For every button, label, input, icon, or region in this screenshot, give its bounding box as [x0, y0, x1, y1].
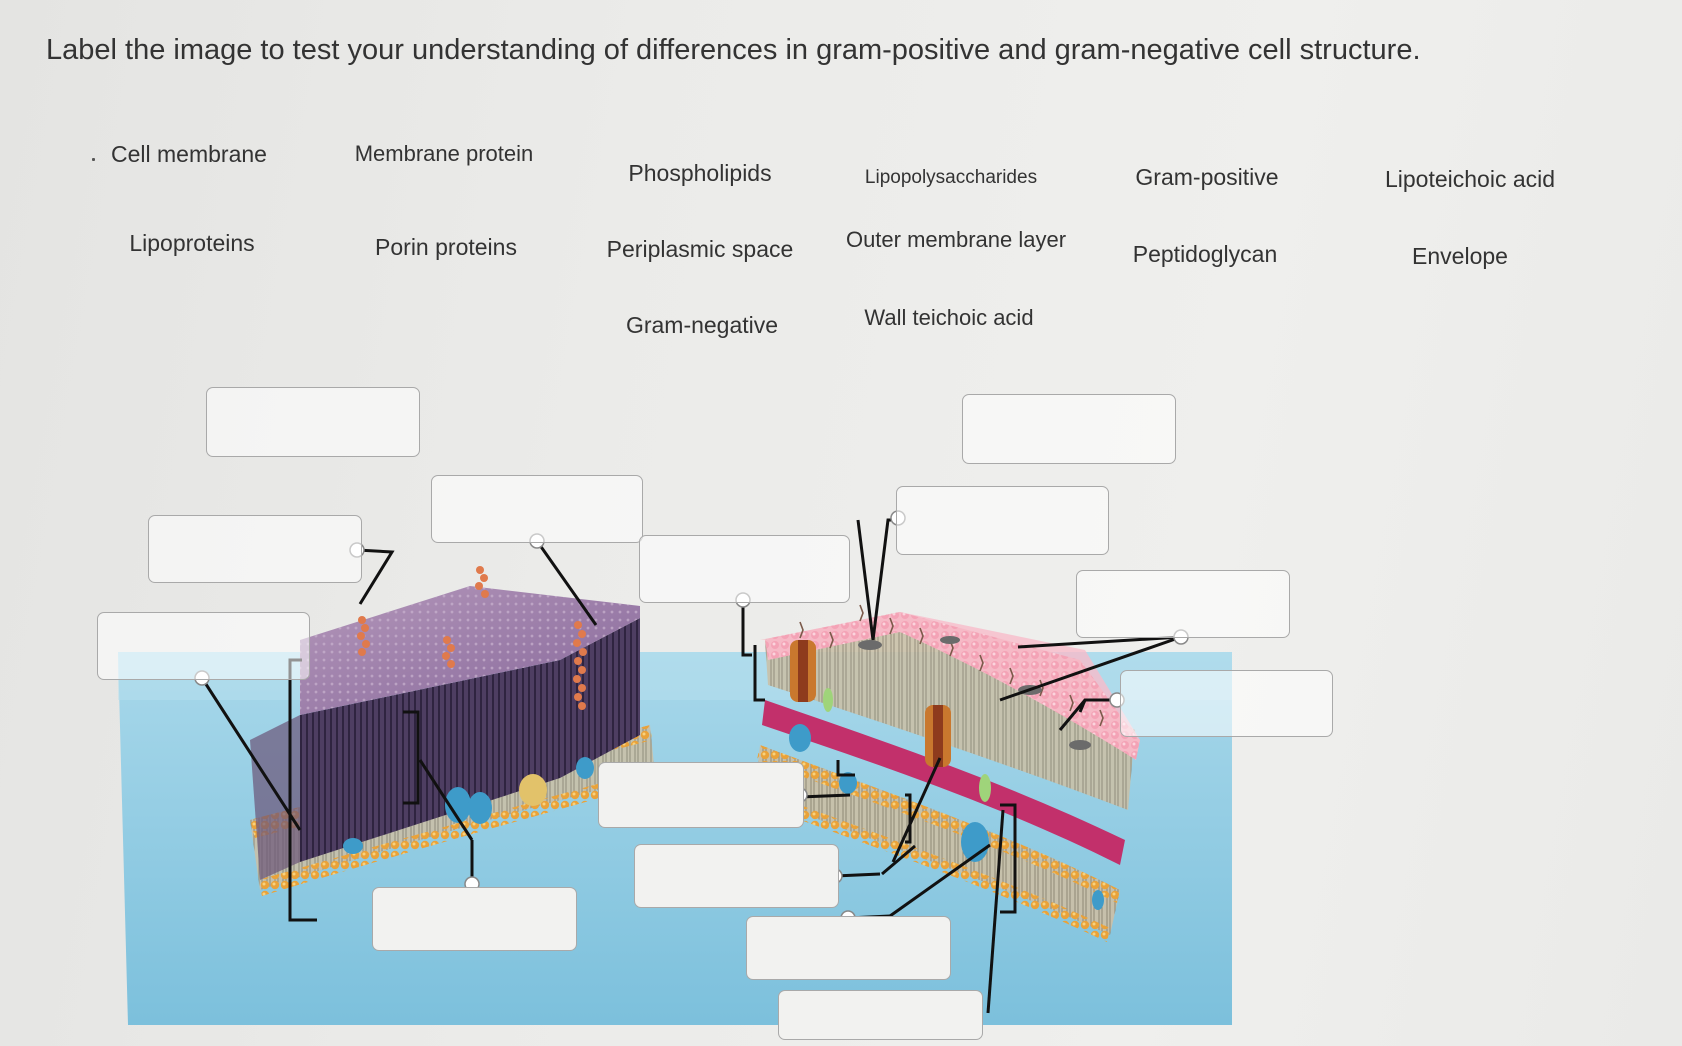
- drop-target-11[interactable]: [372, 887, 577, 951]
- drop-target-2[interactable]: [431, 475, 643, 543]
- drop-target-6[interactable]: [962, 394, 1176, 464]
- drop-target-4[interactable]: [97, 612, 310, 680]
- term-lipopolysaccharides[interactable]: Lipopolysaccharides: [864, 167, 1038, 188]
- drop-target-7[interactable]: [896, 486, 1109, 555]
- term-peptidoglycan[interactable]: Peptidoglycan: [1132, 241, 1278, 267]
- instruction-text: Label the image to test your understandi…: [46, 34, 1421, 66]
- term-lipoteichoic-acid[interactable]: Lipoteichoic acid: [1384, 166, 1556, 192]
- term-membrane-protein[interactable]: Membrane protein: [354, 141, 534, 166]
- drop-target-14[interactable]: [778, 990, 983, 1040]
- drop-target-10[interactable]: [598, 762, 804, 828]
- term-outer-membrane-layer[interactable]: Outer membrane layer: [845, 227, 1067, 252]
- term-wall-teichoic-acid[interactable]: Wall teichoic acid: [864, 305, 1034, 330]
- drop-target-12[interactable]: [634, 844, 839, 908]
- drop-target-9[interactable]: [1120, 670, 1333, 737]
- drop-target-3[interactable]: [148, 515, 362, 583]
- drop-target-8[interactable]: [1076, 570, 1290, 638]
- term-cell-membrane[interactable]: Cell membrane: [111, 141, 267, 167]
- bank-marker: [92, 158, 95, 161]
- term-envelope[interactable]: Envelope: [1412, 243, 1508, 269]
- term-lipoproteins[interactable]: Lipoproteins: [129, 230, 255, 256]
- term-gram-negative[interactable]: Gram-negative: [625, 312, 779, 338]
- drop-target-13[interactable]: [746, 916, 951, 980]
- drop-target-1[interactable]: [206, 387, 420, 457]
- term-periplasmic-space[interactable]: Periplasmic space: [606, 236, 794, 262]
- term-phospholipids[interactable]: Phospholipids: [628, 160, 772, 186]
- term-gram-positive[interactable]: Gram-positive: [1135, 164, 1279, 190]
- term-porin-proteins[interactable]: Porin proteins: [375, 234, 517, 260]
- drop-target-5[interactable]: [639, 535, 850, 603]
